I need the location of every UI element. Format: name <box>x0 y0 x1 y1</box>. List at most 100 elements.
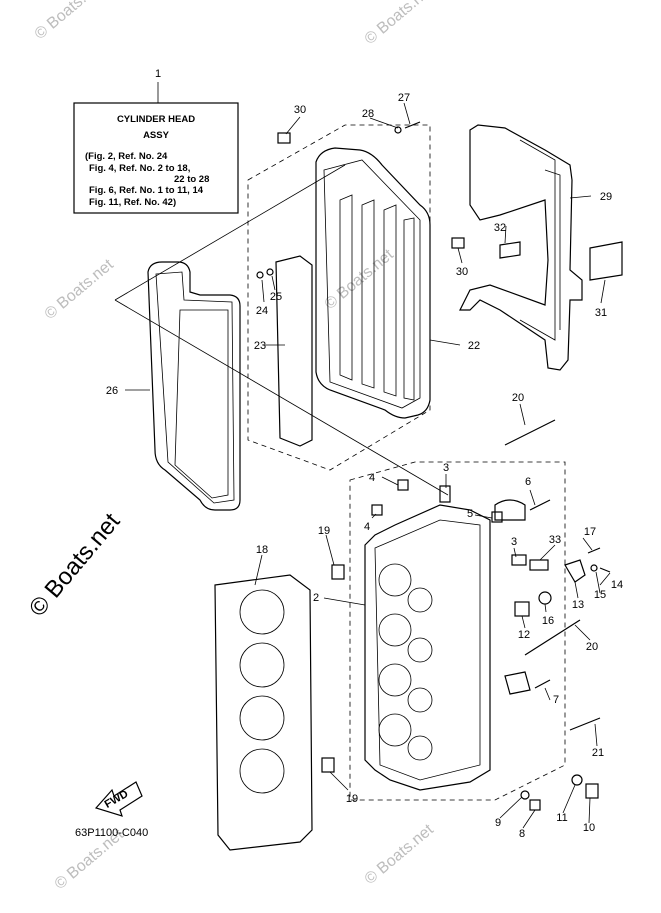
part-15 <box>590 564 598 572</box>
ref-box-line-2: Fig. 4, Ref. No. 2 to 18, <box>89 163 190 174</box>
callout-26: 26 <box>106 385 118 397</box>
part-24-screw <box>256 271 264 279</box>
callout-15: 15 <box>594 589 606 601</box>
watermark-bottom-right: © Boats.net <box>362 821 438 888</box>
part-28-washer <box>394 126 402 134</box>
callout-4-side: 4 <box>364 521 370 533</box>
part-5 <box>491 511 503 523</box>
callout-11: 11 <box>556 812 567 824</box>
reference-box-frame <box>73 102 239 214</box>
leader-1a <box>114 164 346 301</box>
part-16 <box>538 591 552 605</box>
callout-7: 7 <box>553 694 559 706</box>
part-17 <box>587 547 601 554</box>
part-19-upper <box>331 564 345 580</box>
callout-2: 2 <box>313 592 319 604</box>
cover-gasket <box>147 261 241 511</box>
callout-3-mid: 3 <box>511 536 517 548</box>
part-21-bolt <box>569 717 601 731</box>
part-4-side <box>371 504 383 516</box>
watermark-top-left: © Boats.net <box>32 0 108 43</box>
callout-8: 8 <box>519 828 525 840</box>
part-11-gasket <box>571 774 583 786</box>
callout-leaders <box>125 102 611 829</box>
callout-28: 28 <box>362 108 374 120</box>
callout-25: 25 <box>270 291 282 303</box>
part-27-bolt <box>404 121 421 129</box>
ref-box-title-line1: CYLINDER HEAD <box>117 114 195 125</box>
callout-12: 12 <box>518 629 530 641</box>
cover-group-outline <box>247 124 431 471</box>
callout-numbers: 1 30 27 28 30 24 25 23 26 22 29 32 31 20… <box>106 68 623 840</box>
part-14 <box>599 567 611 573</box>
callout-5: 5 <box>467 508 473 520</box>
part-25-grommet <box>266 268 274 276</box>
cylinder-head-cover <box>315 147 431 419</box>
part-30-mid <box>451 237 465 249</box>
callout-30-top: 30 <box>294 104 306 116</box>
part-3-mid <box>511 554 527 566</box>
cylinder-head <box>364 504 491 791</box>
part-6-bolt <box>529 499 551 511</box>
ref-box-line-3: 22 to 28 <box>174 174 209 185</box>
callout-1: 1 <box>155 68 161 80</box>
callout-22: 22 <box>468 340 480 352</box>
callout-29: 29 <box>600 191 612 203</box>
leader-1b <box>114 299 449 496</box>
part-33-sensor <box>529 559 549 571</box>
head-gasket <box>214 574 313 851</box>
figure-code: 63P1100-C040 <box>75 827 148 839</box>
part-20-bolt-top <box>504 419 556 446</box>
part-4-top <box>397 479 409 491</box>
watermark-top-right: © Boats.net <box>362 0 438 48</box>
part-10-plug <box>585 783 599 799</box>
part-8-plug <box>529 799 541 811</box>
ref-box-title-line2: ASSY <box>143 130 170 141</box>
callout-14: 14 <box>611 579 623 591</box>
callout-19-top: 19 <box>318 525 330 537</box>
part-7-bracket <box>504 671 531 695</box>
label-plate-31 <box>589 241 623 281</box>
callout-33: 33 <box>549 534 561 546</box>
watermark-layer: © Boats.net © Boats.net © Boats.net © Bo… <box>32 0 438 893</box>
fwd-arrow-icon <box>94 781 143 817</box>
callout-4-top: 4 <box>369 472 375 484</box>
callout-9: 9 <box>495 817 501 829</box>
callout-32: 32 <box>494 222 506 234</box>
callout-10: 10 <box>583 822 595 834</box>
ref-box-line-5: Fig. 11, Ref. No. 42) <box>89 197 176 208</box>
part-30-top <box>277 132 291 144</box>
callout-20-top: 20 <box>512 392 524 404</box>
callout-20-mid: 20 <box>586 641 598 653</box>
cover-gasket-strip <box>275 255 313 447</box>
callout-24: 24 <box>256 305 268 317</box>
ref-box-line-4: Fig. 6, Ref. No. 1 to 11, 14 <box>89 185 204 196</box>
callout-31: 31 <box>595 307 607 319</box>
callout-27: 27 <box>398 92 410 104</box>
part-9-washer <box>520 790 530 800</box>
part-20-bolt-mid <box>524 619 581 656</box>
callout-18: 18 <box>256 544 268 556</box>
small-parts <box>256 121 611 811</box>
part-6-bracket <box>494 499 526 521</box>
callout-16: 16 <box>542 615 554 627</box>
watermark-mid-left: © Boats.net <box>42 256 118 323</box>
watermark-mid: © Boats.net <box>322 246 398 313</box>
label-plate-32 <box>499 241 521 259</box>
callout-30-mid: 30 <box>456 266 468 278</box>
part-19-lower <box>321 757 335 773</box>
callout-23: 23 <box>254 340 266 352</box>
part-7-bolt <box>534 679 551 689</box>
fwd-arrow: FWD <box>94 781 143 817</box>
callout-19-bottom: 19 <box>346 793 358 805</box>
ref-box-line-1: (Fig. 2, Ref. No. 24 <box>85 151 168 162</box>
part-3-top <box>439 485 451 503</box>
callout-3-top: 3 <box>443 462 449 474</box>
fwd-label: FWD <box>103 788 131 811</box>
side-cover <box>459 124 583 371</box>
reference-box: CYLINDER HEAD ASSY (Fig. 2, Ref. No. 24 … <box>73 102 239 214</box>
large-watermark: © Boats.net <box>24 508 126 622</box>
callout-17: 17 <box>584 526 596 538</box>
head-group-outline <box>349 461 566 801</box>
